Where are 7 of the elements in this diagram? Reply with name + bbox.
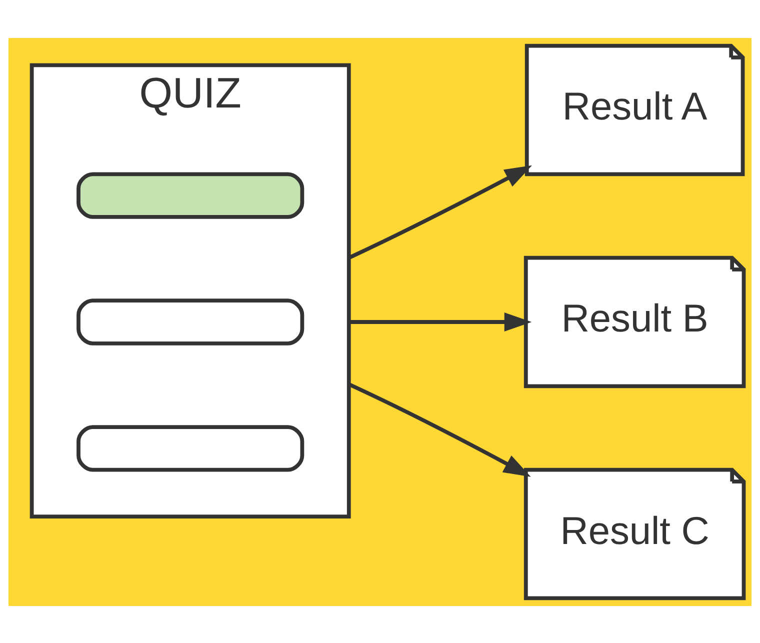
arrow	[348, 382, 531, 476]
cluster: QUIZ	[30, 62, 351, 518]
node-box	[76, 424, 304, 472]
arrow	[348, 164, 532, 260]
node-box	[76, 298, 304, 345]
arrow	[348, 312, 532, 332]
node-box	[76, 172, 304, 218]
